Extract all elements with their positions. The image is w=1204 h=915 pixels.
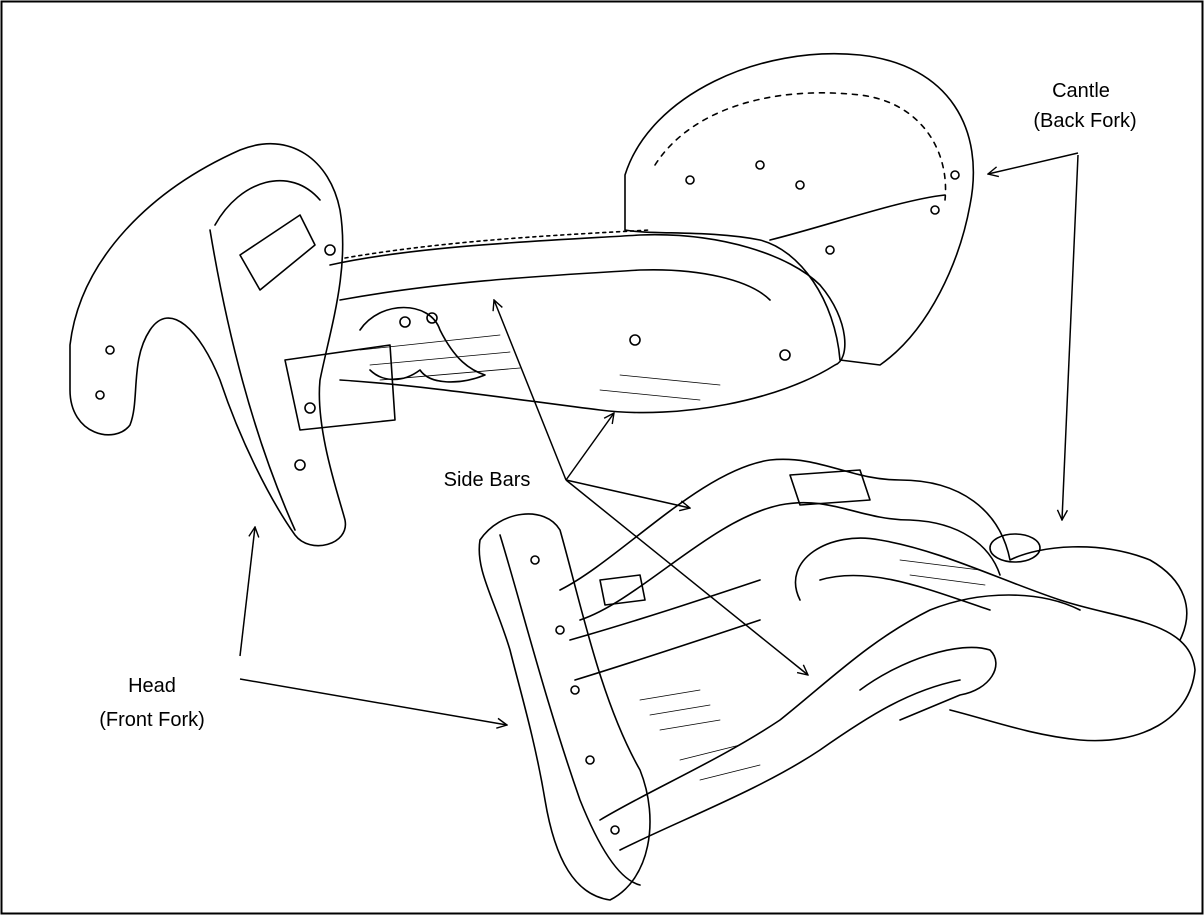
lower-saddle-tree-drawing: [479, 459, 1195, 900]
label-head-front-fork: (Front Fork): [99, 709, 205, 731]
label-side-bars: Side Bars: [444, 469, 531, 491]
arrow-sidebars-1: [494, 300, 566, 480]
arrow-head-upper: [240, 527, 255, 656]
label-cantle: Cantle: [1052, 80, 1110, 102]
arrow-cantle-upper: [988, 153, 1078, 174]
arrow-head-lower: [240, 679, 507, 725]
label-head: Head: [128, 675, 176, 697]
arrow-sidebars-2: [566, 413, 614, 480]
arrow-sidebars-3: [566, 480, 690, 508]
leader-arrows: [240, 153, 1078, 725]
arrow-cantle-lower: [1062, 155, 1078, 520]
arrow-sidebars-4: [566, 480, 808, 675]
label-cantle-back-fork: (Back Fork): [1033, 110, 1136, 132]
